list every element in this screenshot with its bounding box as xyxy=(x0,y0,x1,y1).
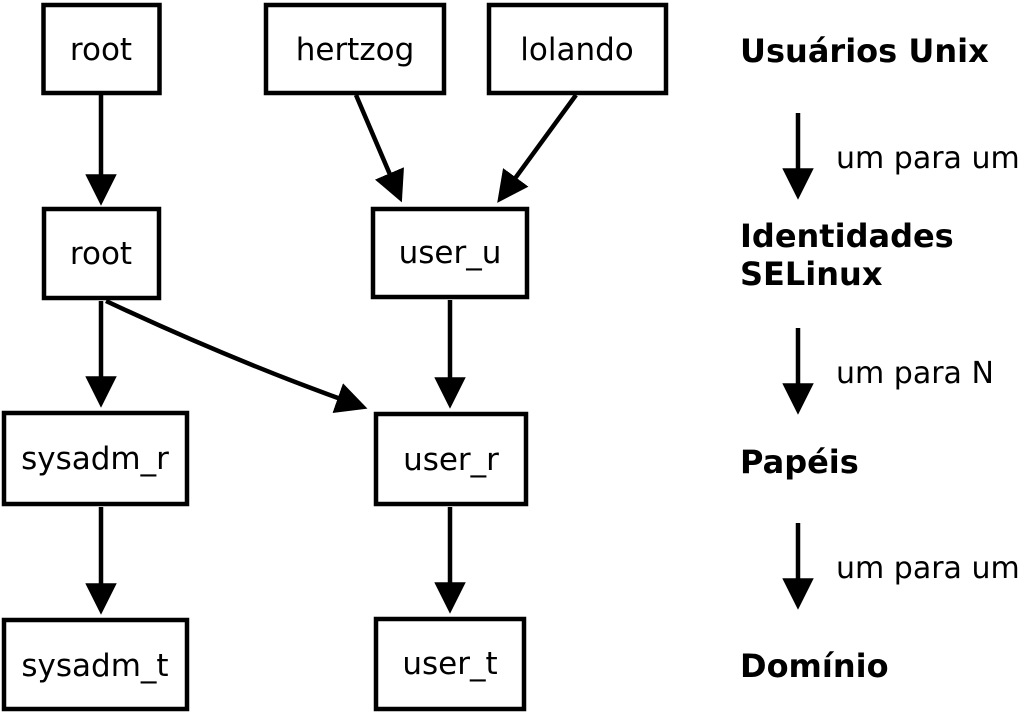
edge-root-to-user-r xyxy=(105,298,368,413)
edge-lolando-to-user-u xyxy=(497,93,578,203)
node-unix-hertzog: hertzog xyxy=(263,2,447,96)
node-unix-lolando: lolando xyxy=(486,2,669,96)
node-role-user-r: user_r xyxy=(373,411,529,507)
edge-group xyxy=(85,93,578,615)
node-unix-hertzog-label: hertzog xyxy=(296,32,415,68)
node-group: root hertzog lolando root user_u sysadm_… xyxy=(1,2,669,712)
node-unix-root-box xyxy=(41,2,162,96)
node-role-sysadm-r-box xyxy=(1,410,190,507)
node-unix-root-label: root xyxy=(70,32,132,68)
node-role-user-r-label: user_r xyxy=(403,442,499,478)
node-role-sysadm-r-label: sysadm_r xyxy=(21,441,169,477)
node-role-user-r-box xyxy=(373,411,529,507)
node-domain-user-t-label: user_t xyxy=(402,646,497,682)
node-domain-user-t: user_t xyxy=(373,616,527,712)
node-unix-hertzog-box xyxy=(263,2,447,96)
legend-level-roles: Papéis xyxy=(740,443,859,481)
node-domain-sysadm-t: sysadm_t xyxy=(1,617,190,712)
node-role-sysadm-r: sysadm_r xyxy=(1,410,190,507)
node-unix-lolando-box xyxy=(486,2,669,96)
node-selinux-user-u-label: user_u xyxy=(399,235,502,271)
legend-group: Usuários Unix um para um Identidades SEL… xyxy=(740,32,1020,685)
node-unix-lolando-label: lolando xyxy=(520,32,633,68)
edge-hertzog-to-user-u xyxy=(353,94,404,203)
node-selinux-user-u-box xyxy=(370,206,530,300)
node-selinux-root-label: root xyxy=(70,236,132,272)
legend-relation-one-to-n: um para N xyxy=(836,356,994,391)
node-unix-root: root xyxy=(41,2,162,96)
node-selinux-root: root xyxy=(41,206,162,301)
node-selinux-user-u: user_u xyxy=(370,206,530,300)
legend-level-selinux-identities-line1: Identidades xyxy=(740,217,954,255)
node-selinux-root-box xyxy=(41,206,162,301)
legend-level-selinux-identities-line2: SELinux xyxy=(740,255,883,293)
node-domain-sysadm-t-label: sysadm_t xyxy=(21,648,168,684)
legend-relation-one-to-one-2: um para um xyxy=(836,551,1020,586)
node-domain-sysadm-t-box xyxy=(1,617,190,712)
legend-level-domain: Domínio xyxy=(740,647,889,685)
legend-relation-one-to-one-1: um para um xyxy=(836,141,1020,176)
legend-level-unix-users: Usuários Unix xyxy=(740,32,989,70)
node-domain-user-t-box xyxy=(373,616,527,712)
